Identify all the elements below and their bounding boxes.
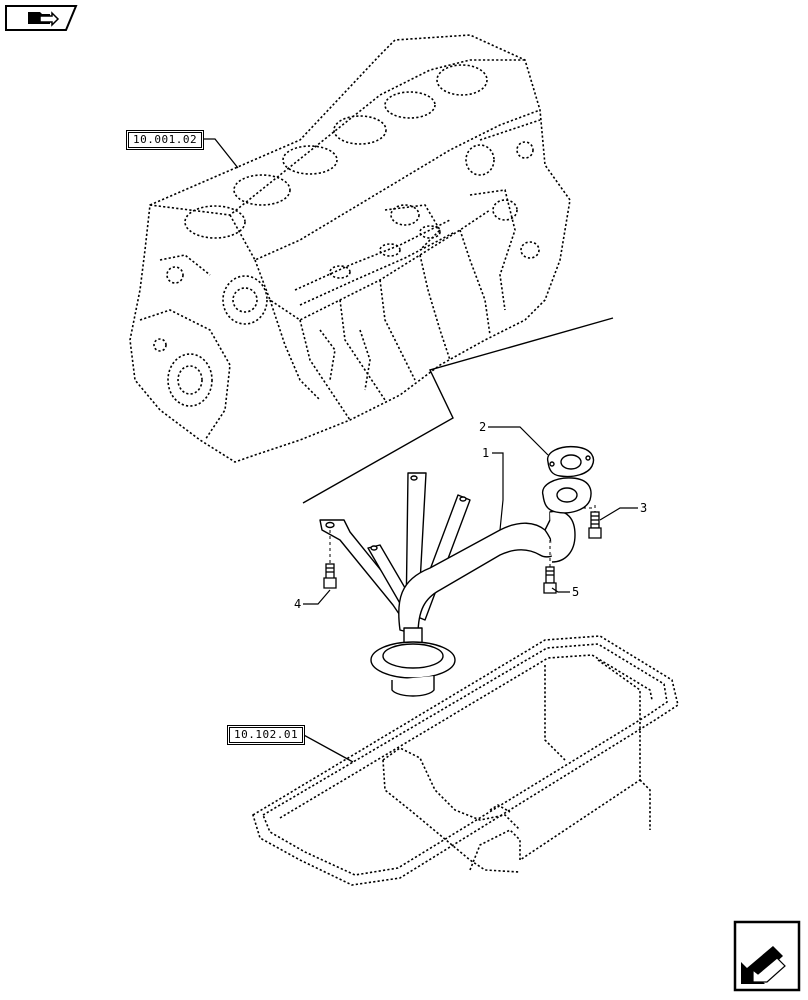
bolt-4 (323, 563, 337, 589)
callout-leaders (303, 426, 638, 605)
bolt-3 (588, 511, 602, 539)
engine-block-leader (202, 138, 239, 169)
alignment-lines (329, 505, 596, 567)
callout-3: 3 (640, 501, 648, 515)
separator-line (302, 317, 614, 504)
oil-suction-pipe (319, 472, 592, 697)
engine-block-reference-label[interactable]: 10.001.02 (128, 132, 203, 148)
callout-5: 5 (572, 585, 580, 599)
book-arrow-icon[interactable] (4, 4, 78, 32)
callout-4: 4 (294, 597, 302, 611)
engine-block (129, 34, 571, 463)
callout-2: 2 (479, 420, 487, 434)
bolt-5 (543, 566, 557, 594)
oil-pan (252, 635, 679, 886)
gasket (546, 445, 595, 478)
oil-pan-reference-label[interactable]: 10.102.01 (229, 727, 304, 743)
callout-1: 1 (482, 446, 490, 460)
next-page-arrow-icon[interactable] (733, 920, 803, 994)
